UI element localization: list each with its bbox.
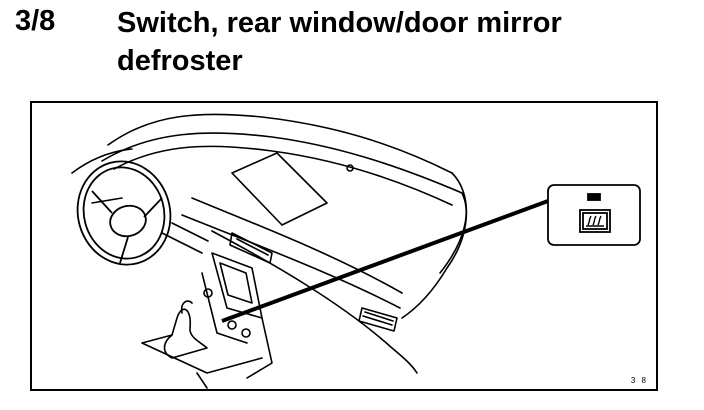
dash-top-line bbox=[101, 132, 463, 194]
dashboard-illustration: 3 8 bbox=[30, 101, 658, 391]
section-title: Switch, rear window/door mirror defroste… bbox=[117, 7, 562, 77]
figure-reference: 3 8 bbox=[630, 376, 648, 385]
windshield-edge bbox=[107, 113, 453, 174]
switch-callout bbox=[547, 184, 641, 246]
passenger-vent bbox=[358, 307, 398, 332]
steering-wheel bbox=[76, 160, 172, 266]
section-number: 3/8 bbox=[15, 5, 56, 37]
center-vent bbox=[229, 232, 273, 264]
dashboard-drawing bbox=[71, 113, 641, 389]
dash-right-end bbox=[401, 172, 468, 319]
section-heading: 3/8 Switch, rear window/door mirror defr… bbox=[0, 0, 704, 80]
callout-pointer bbox=[221, 199, 549, 323]
gear-boot bbox=[163, 308, 208, 359]
indicator-led bbox=[587, 193, 601, 201]
dash-top-panel bbox=[231, 152, 328, 226]
rear-window-defroster-icon bbox=[586, 215, 604, 227]
